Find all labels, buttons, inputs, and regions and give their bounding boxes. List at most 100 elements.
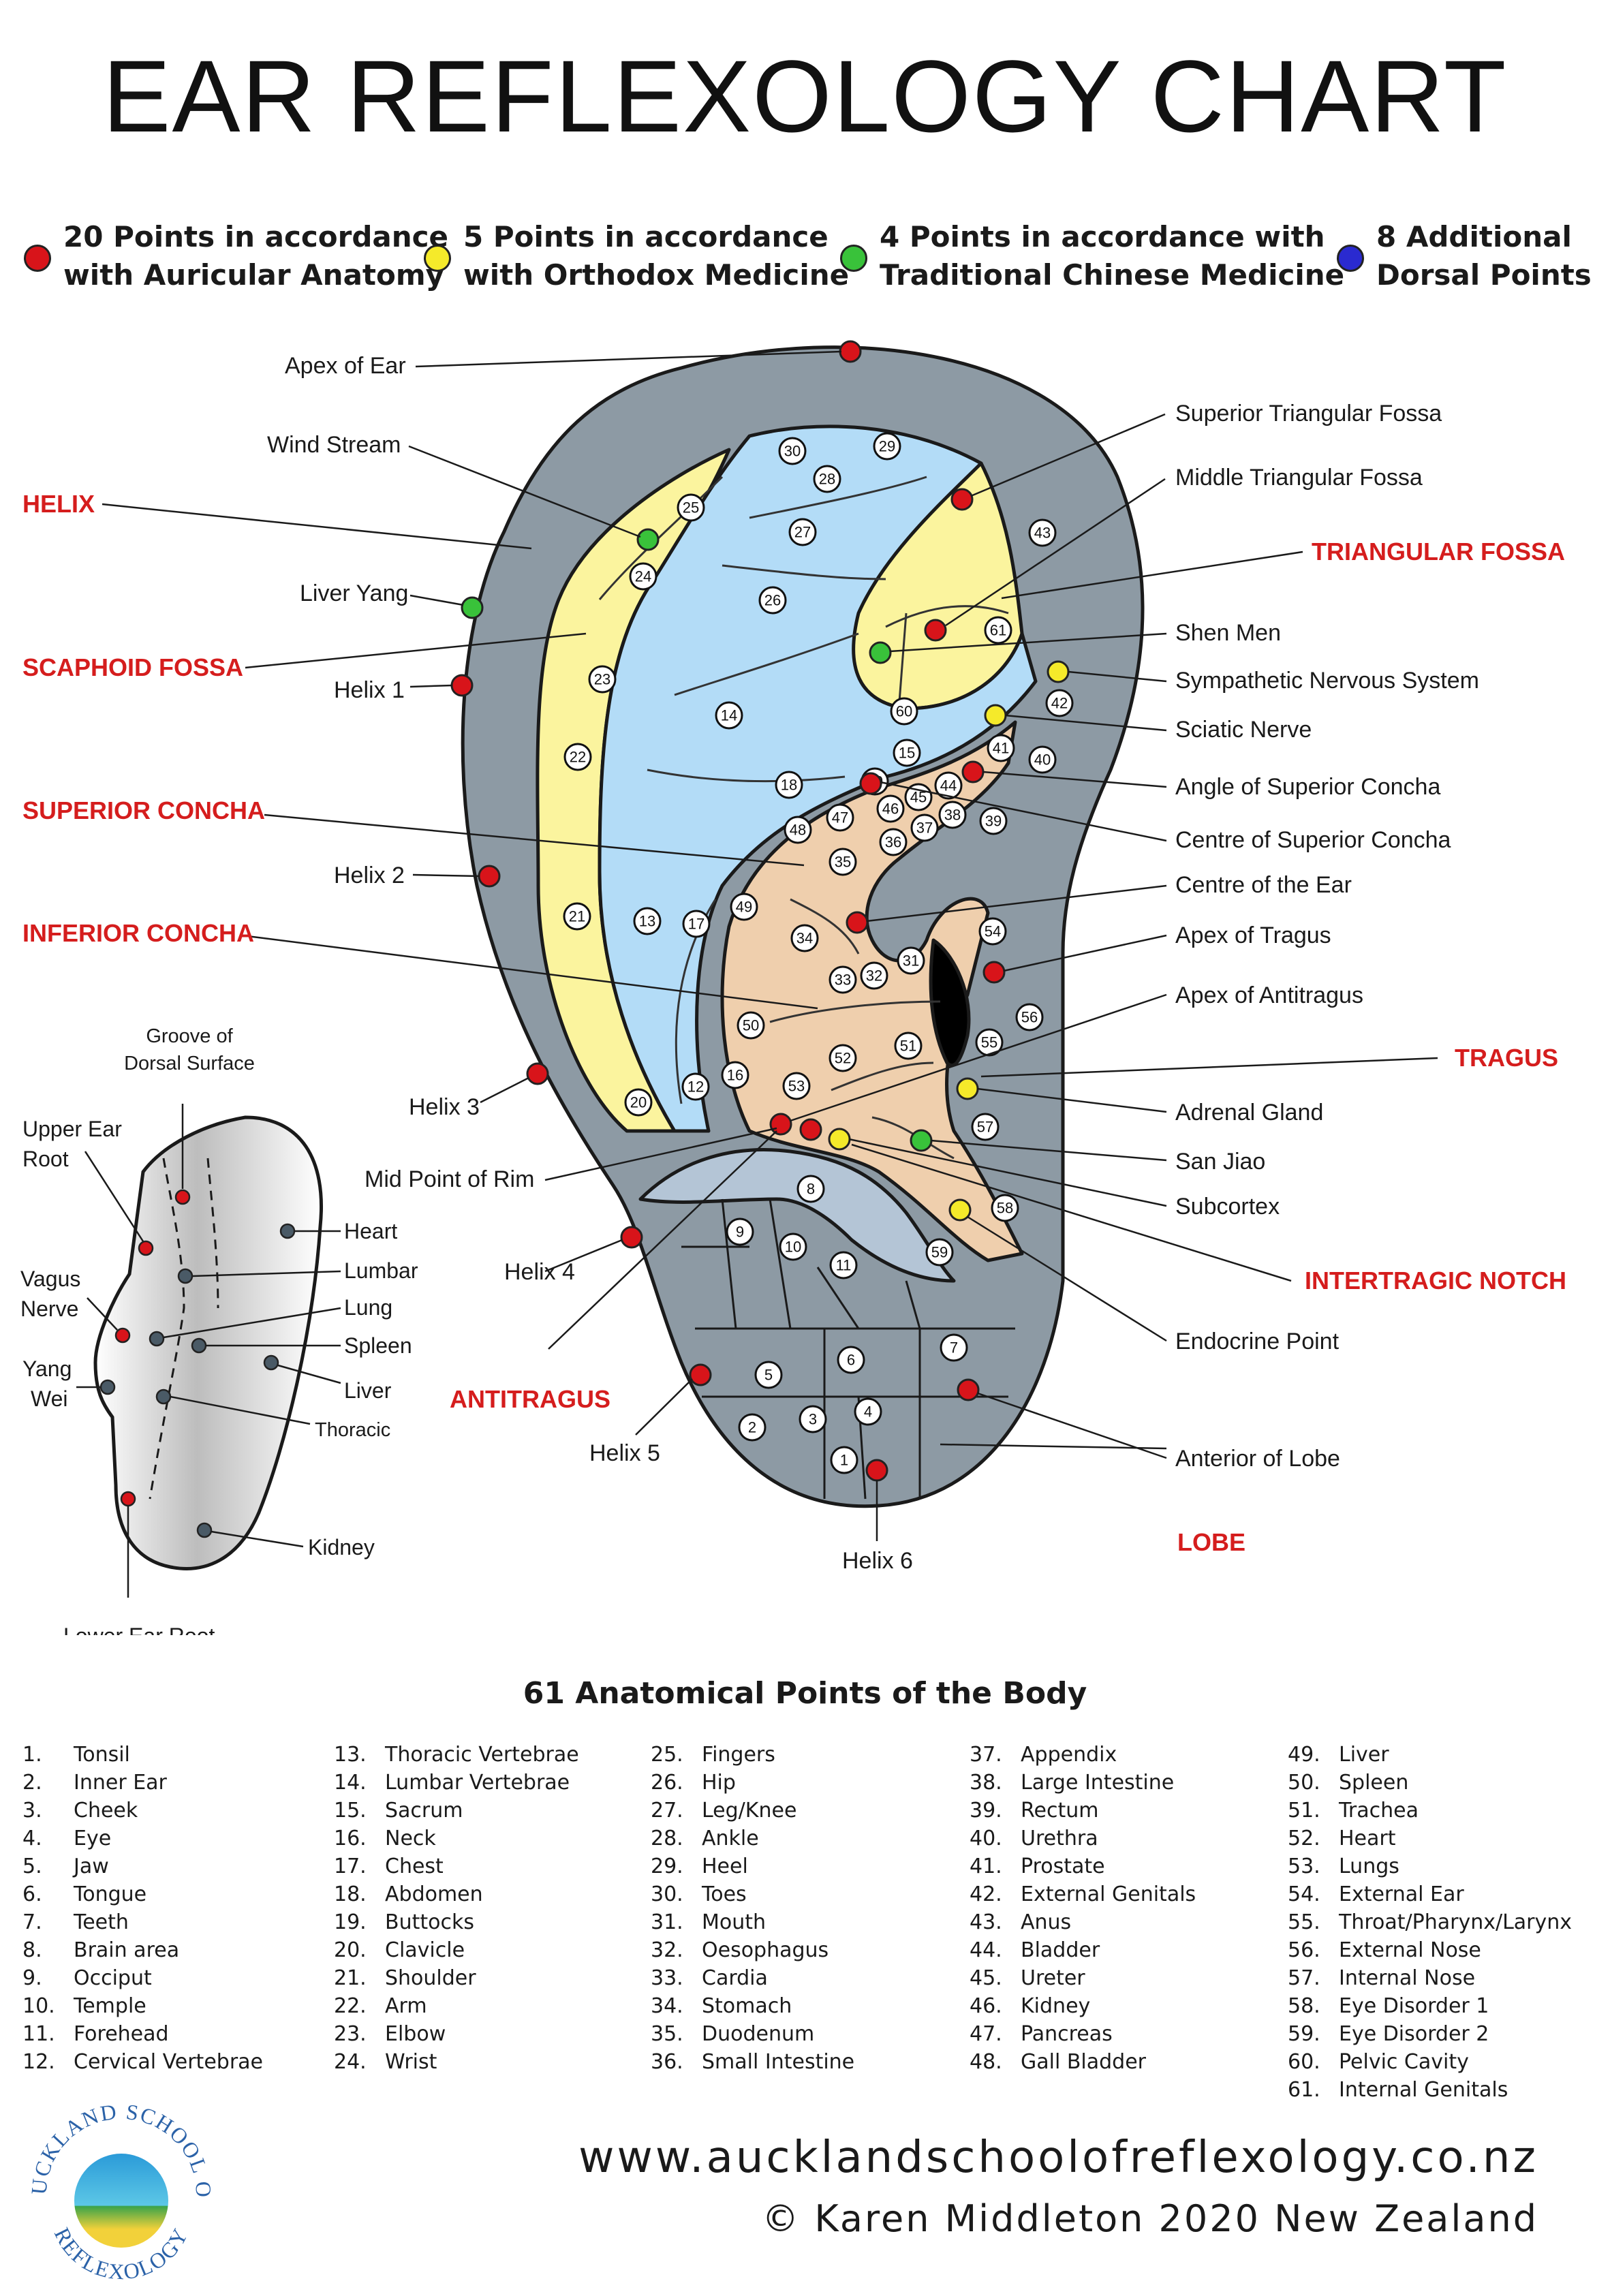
numbered-point-label: 32 [866,967,882,984]
numbered-point-label: 44 [940,777,957,794]
numbered-point-label: 51 [900,1038,916,1055]
leader-lines [102,350,1438,1541]
numbered-point-36 [879,828,908,856]
label-liver-yang: Liver Yang [300,580,408,606]
numbered-point-9 [726,1217,754,1246]
point-list-number: 19. [334,1910,367,1934]
point-list-item: 41.Prostate [970,1852,1196,1880]
label-shen-men: Shen Men [1175,620,1281,646]
point-list-label: Buttocks [385,1910,474,1934]
point-list-number: 1. [22,1743,42,1767]
numbered-point-42 [1045,689,1074,717]
point-list-label: Oesophagus [702,1938,829,1962]
label-mid-point-of-rim: Mid Point of Rim [365,1166,534,1192]
legend-item-red: 20 Points in accordance with Auricular A… [24,218,448,294]
point-list-item: 22.Arm [334,1992,579,2020]
point-list-item: 17.Chest [334,1852,579,1880]
lobe-grid [681,1198,1015,1500]
point-list-label: Duodenum [702,2022,815,2046]
legend-item-yellow: 5 Points in accordance with Orthodox Med… [424,218,849,294]
numbered-point-label: 6 [847,1352,855,1369]
dorsal-label-vagus-1: Vagus [20,1267,80,1291]
point-list-item: 46.Kidney [970,1992,1196,2020]
numbered-point-label: 22 [570,749,586,766]
point-list-label: Liver [1339,1743,1389,1767]
point-shen-men [869,641,892,664]
numbered-point-label: 23 [594,671,610,688]
dorsal-point-yang-wei [99,1379,116,1395]
numbered-point-label: 49 [736,899,752,916]
numbered-point-34 [790,924,819,952]
numbered-point-label: 50 [743,1017,759,1034]
point-list-number: 44. [970,1938,1002,1962]
point-list-label: Internal Nose [1339,1966,1476,1990]
numbered-point-7 [940,1333,968,1362]
point-list-number: 42. [970,1882,1002,1906]
legend-text: 8 Additional [1376,220,1572,253]
point-list-number: 43. [970,1910,1002,1934]
point-list-number: 38. [970,1771,1002,1795]
ear-diagram: 1234567891011121314151617181920212223242… [20,340,1566,1635]
point-list-number: 5. [22,1855,42,1878]
point-list-item: 43.Anus [970,1908,1196,1936]
numbered-point-48 [784,816,812,844]
point-list-item: 49.Liver [1288,1741,1572,1769]
point-angle-superior-concha [961,760,985,784]
numbered-point-61 [984,616,1012,645]
point-list-label: Brain area [74,1938,180,1962]
point-list-item: 31.Mouth [651,1908,854,1936]
point-list-label: External Ear [1339,1882,1464,1906]
label-angle-superior-concha: Angle of Superior Concha [1175,774,1440,800]
point-list-label: Ankle [702,1827,759,1850]
point-list-number: 45. [970,1966,1002,1990]
label-helix2: Helix 2 [334,863,405,888]
point-centre-superior-concha [859,772,882,795]
point-list-label: Heart [1339,1827,1396,1850]
dorsal-label-upper-root-1: Upper Ear [22,1117,122,1141]
point-list-number: 52. [1288,1827,1320,1850]
numbered-point-label: 57 [977,1119,993,1136]
point-list-number: 18. [334,1882,367,1906]
tragus-notch [929,938,971,1068]
point-list-item: 20.Clavicle [334,1936,579,1964]
point-list-item: 53.Lungs [1288,1852,1572,1880]
numbered-point-35 [829,848,857,876]
numbered-point-label: 18 [781,777,797,794]
point-anterior-of-lobe [957,1378,980,1401]
numbered-point-label: 30 [784,443,801,460]
point-list-label: Neck [385,1827,436,1850]
numbered-point-38 [938,801,967,829]
numbered-point-5 [754,1361,783,1389]
point-list-number: 27. [651,1799,683,1822]
point-list-number: 59. [1288,2022,1320,2046]
point-list-item: 48.Gall Bladder [970,2048,1196,2076]
point-list-label: Tonsil [74,1743,130,1767]
numbered-point-33 [829,965,857,994]
point-list-label: Cheek [74,1799,138,1822]
point-list-item: 42.External Genitals [970,1880,1196,1908]
point-list-label: Heel [702,1855,748,1878]
legend-text: Dorsal Points [1376,258,1592,292]
numbered-point-label: 52 [835,1050,851,1067]
point-list-number: 56. [1288,1938,1320,1962]
numbered-point-11 [829,1251,858,1279]
numbered-point-52 [829,1044,857,1072]
point-list-number: 15. [334,1799,367,1822]
website-link[interactable]: www.aucklandschoolofreflexology.co.nz [578,2132,1538,2183]
point-list-number: 16. [334,1827,367,1850]
point-list-item: 21.Shoulder [334,1964,579,1992]
label-apex-of-antitragus: Apex of Antitragus [1175,982,1363,1008]
numbered-point-26 [758,586,787,615]
point-list-label: Elbow [385,2022,446,2046]
point-list-item: 14.Lumbar Vertebrae [334,1769,579,1797]
numbered-point-label: 48 [790,822,806,839]
numbered-point-label: 21 [569,908,585,925]
dorsal-label-thoracic: Thoracic [315,1419,390,1441]
point-list-number: 39. [970,1799,1002,1822]
numbered-point-12 [681,1072,710,1101]
dorsal-label-lower-ear-root: Lower Ear Root [63,1624,215,1635]
point-sciatic [984,704,1007,727]
point-apex-of-tragus [982,961,1006,984]
dorsal-label-lung: Lung [344,1295,392,1320]
